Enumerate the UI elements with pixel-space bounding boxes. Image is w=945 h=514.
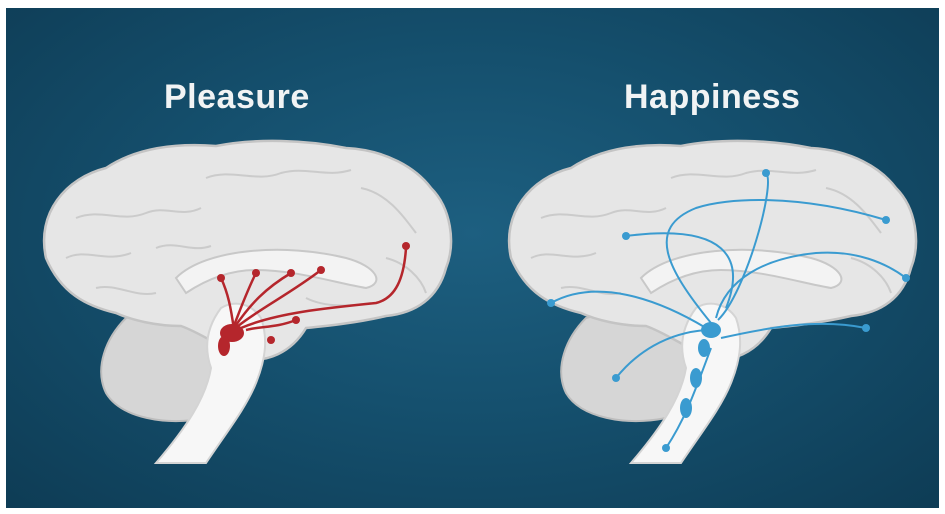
pleasure-brain-diagram bbox=[6, 8, 939, 508]
diagram-panel: Pleasure Happiness bbox=[6, 8, 939, 508]
